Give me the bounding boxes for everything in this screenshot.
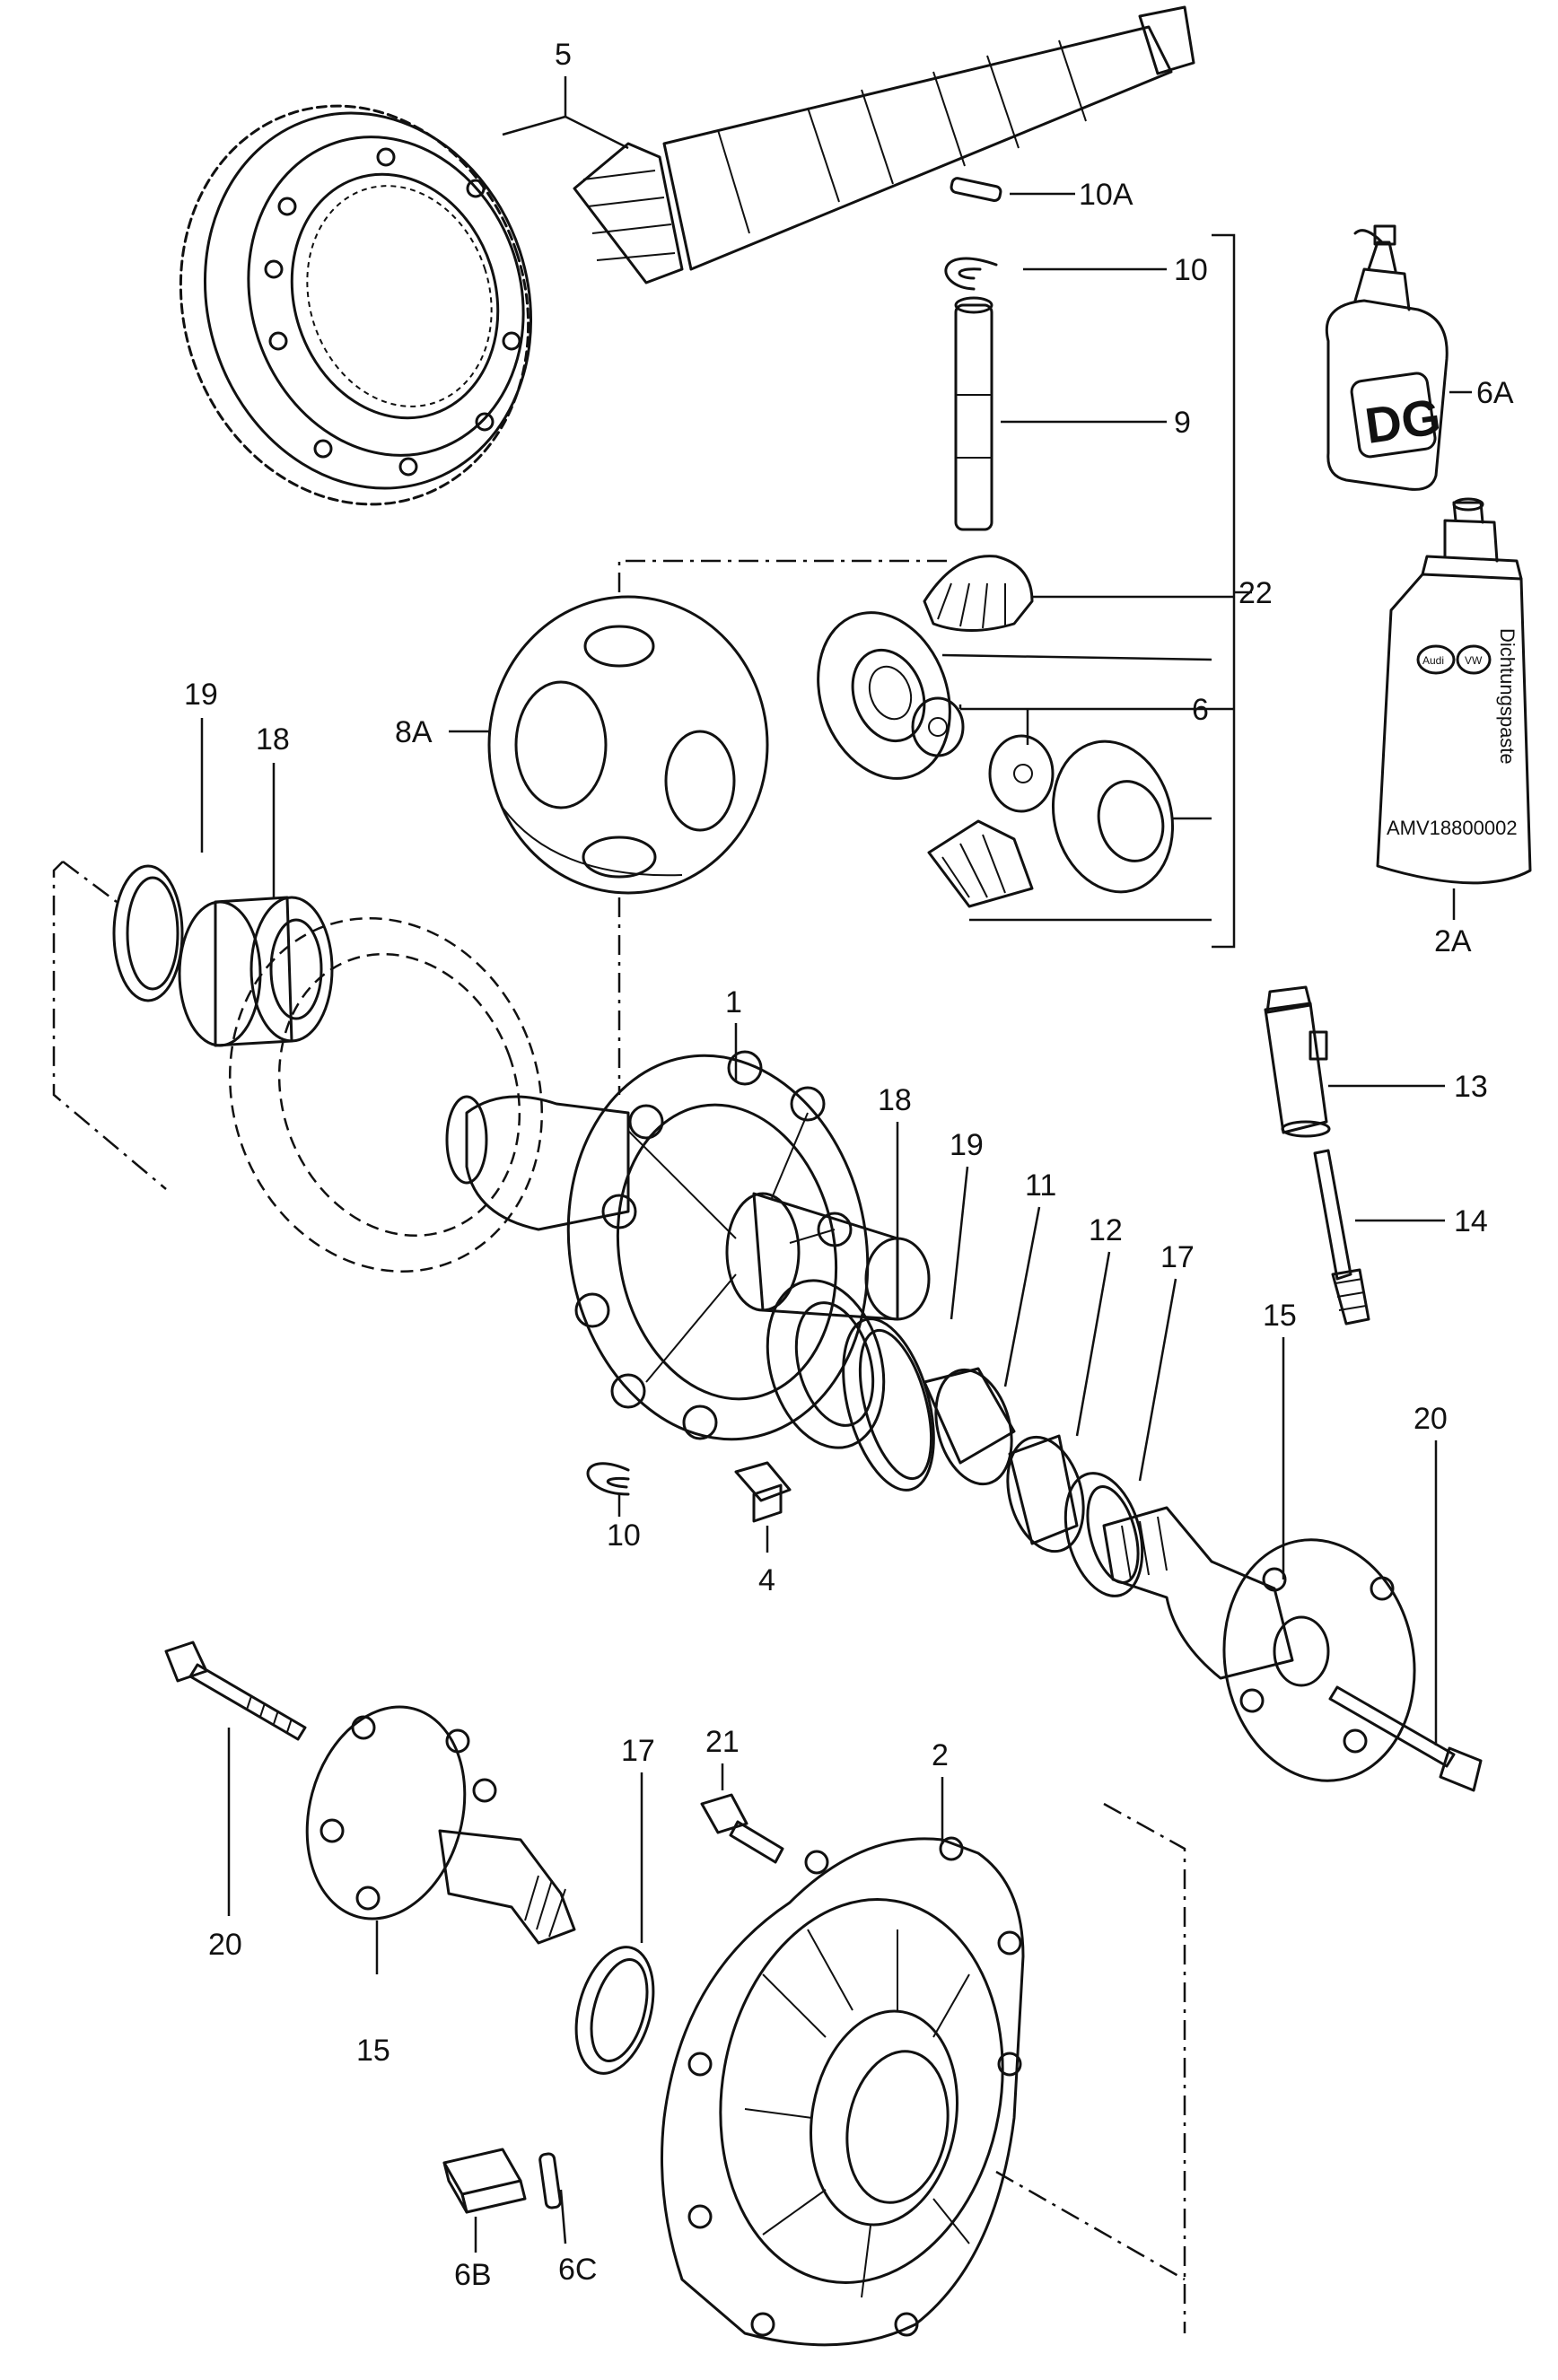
- tube-brand-vw: VW: [1465, 654, 1483, 667]
- ring-gear-and-pinion: [179, 5, 1195, 506]
- label-18-right: 18: [878, 1083, 912, 1117]
- seal-17-bottom: [574, 1946, 655, 2075]
- label-10-top: 10: [1174, 253, 1208, 287]
- label-20-left: 20: [208, 1928, 242, 1962]
- ring-gear-ghost: [228, 917, 544, 1273]
- label-19-left: 19: [184, 678, 218, 712]
- tube-part-number: AMV18800002: [1387, 817, 1518, 839]
- label-10a: 10A: [1079, 178, 1133, 212]
- label-22: 22: [1239, 576, 1273, 610]
- bolt-20-left: [164, 1641, 307, 1741]
- pin-10a: [950, 177, 1002, 203]
- leader-5: [502, 115, 566, 136]
- label-8a: 8A: [395, 715, 433, 749]
- label-21: 21: [705, 1725, 740, 1759]
- flange-shaft-15-left: [305, 1705, 576, 1945]
- label-6: 6: [1192, 693, 1209, 727]
- label-13: 13: [1454, 1070, 1488, 1104]
- differential-housing-1: [445, 1050, 931, 1441]
- label-19-right: 19: [950, 1128, 984, 1162]
- differential-case-8a: [487, 595, 769, 895]
- label-2a: 2A: [1434, 924, 1472, 958]
- label-5: 5: [555, 38, 572, 72]
- speedo-drive-13: [1264, 985, 1331, 1138]
- oil-bottle-6a: DG: [1325, 224, 1449, 491]
- sealant-tube-2a: Audi VW Dichtungspaste AMV18800002: [1376, 497, 1532, 885]
- tube-title: Dichtungspaste: [1496, 628, 1519, 765]
- label-15-left: 15: [356, 2034, 390, 2068]
- circlip-10-bottom: [586, 1462, 630, 1496]
- key-6b: [442, 2148, 527, 2214]
- label-20-right: 20: [1414, 1402, 1448, 1436]
- label-15-right: 15: [1263, 1299, 1297, 1333]
- label-18-left: 18: [256, 722, 290, 757]
- differential-gears-6: [817, 555, 1175, 908]
- label-14: 14: [1454, 1204, 1488, 1238]
- label-17-bottom: 17: [621, 1734, 655, 1768]
- pin-6c: [538, 2152, 562, 2209]
- bolt-21: [700, 1793, 784, 1864]
- differential-cover-2: [661, 1836, 1025, 2347]
- label-2: 2: [932, 1738, 949, 1772]
- label-1: 1: [725, 985, 742, 1019]
- label-11: 11: [1025, 1168, 1056, 1203]
- tube-brand-audi: Audi: [1422, 654, 1444, 667]
- speedo-shaft-14: [1313, 1149, 1370, 1326]
- left-bearing-set: [112, 864, 334, 1047]
- label-6b: 6B: [454, 2258, 492, 2292]
- label-17-right: 17: [1160, 1240, 1195, 1274]
- label-4: 4: [758, 1563, 775, 1597]
- bolt-4: [734, 1461, 792, 1523]
- flange-shaft-15-right: [1102, 1506, 1416, 1782]
- differential-shaft-9: [954, 296, 993, 531]
- right-bearing-stack: [766, 1279, 1144, 1597]
- bracket-22: [1212, 233, 1236, 949]
- bolt-20-right: [1328, 1685, 1483, 1792]
- label-6c: 6C: [558, 2253, 597, 2287]
- label-12: 12: [1089, 1213, 1123, 1247]
- oil-bottle-label: DG: [1361, 388, 1444, 454]
- label-9: 9: [1174, 406, 1191, 440]
- circlip-10-top: [944, 257, 998, 291]
- label-10-bottom: 10: [607, 1518, 641, 1553]
- label-6a: 6A: [1476, 376, 1514, 410]
